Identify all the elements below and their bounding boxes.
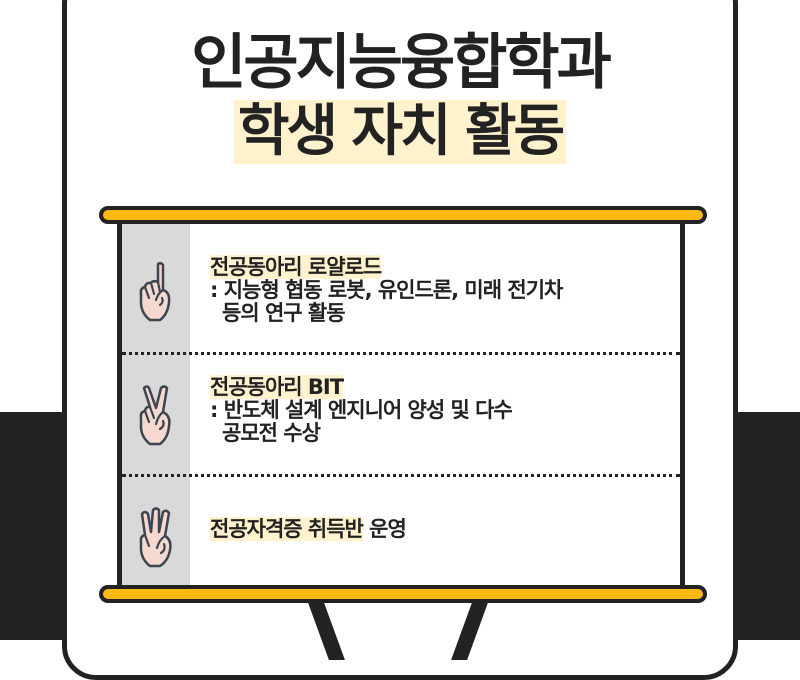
three-finger-hand-icon	[139, 507, 172, 568]
item-description-cont: 공모전 수상	[222, 421, 321, 445]
item-heading: 전공자격증 취득반	[210, 517, 364, 541]
easel-bottom-rod	[99, 585, 707, 603]
item-description: : 반도체 설계 엔지니어 양성 및 다수	[210, 398, 513, 422]
background-dark-left	[0, 412, 70, 640]
list-item: 전공자격증 취득반 운영	[122, 476, 680, 588]
item-heading: 전공동아리 로얄로드	[210, 255, 382, 279]
one-finger-hand-icon	[139, 261, 171, 322]
two-finger-hand-icon	[139, 385, 171, 446]
dotted-divider	[122, 474, 680, 477]
page-title: 인공지능융합학과	[191, 28, 612, 98]
item-heading: 전공동아리 BIT	[210, 375, 344, 399]
item-description-cont: 등의 연구 활동	[222, 301, 346, 325]
easel-top-rod	[99, 206, 707, 224]
page-subtitle: 학생 자치 활동	[233, 100, 567, 164]
background-dark-right	[730, 412, 800, 640]
item-text: 전공동아리 로얄로드 : 지능형 협동 로봇, 유인드론, 미래 전기차 등의 …	[210, 255, 563, 325]
item-heading-suffix: 운영	[362, 517, 407, 541]
subtitle-wrap: 학생 자치 활동	[0, 100, 800, 164]
list-item: 전공동아리 BIT : 반도체 설계 엔지니어 양성 및 다수 공모전 수상	[122, 354, 680, 476]
item-text: 전공동아리 BIT : 반도체 설계 엔지니어 양성 및 다수 공모전 수상	[210, 375, 513, 445]
item-description: : 지능형 협동 로봇, 유인드론, 미래 전기차	[210, 278, 563, 302]
list-item: 전공동아리 로얄로드 : 지능형 협동 로봇, 유인드론, 미래 전기차 등의 …	[122, 222, 680, 354]
dotted-divider	[122, 352, 680, 355]
presentation-board: 전공동아리 로얄로드 : 지능형 협동 로봇, 유인드론, 미래 전기차 등의 …	[117, 222, 685, 588]
item-text: 전공자격증 취득반 운영	[210, 517, 407, 541]
